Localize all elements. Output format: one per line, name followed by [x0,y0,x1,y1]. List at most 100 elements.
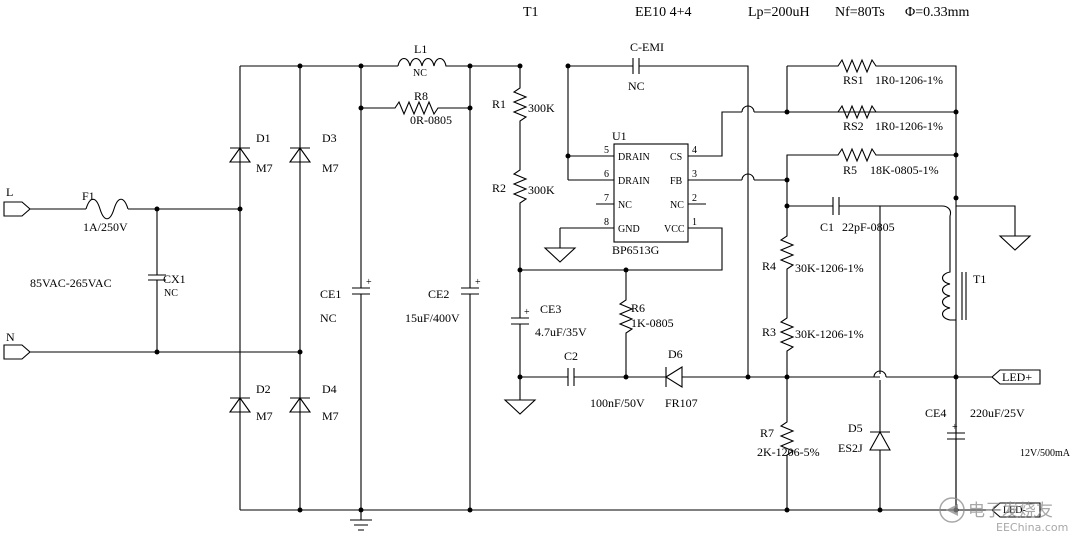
d4-label: D4 [322,382,337,396]
pin4-num: 4 [692,145,697,156]
d6-value: FR107 [665,396,698,410]
pin7-num: 7 [604,193,609,204]
ce4-value: 220uF/25V [970,406,1025,420]
ce2-plus: + [475,277,481,288]
ce1-label: CE1 [320,287,341,301]
resistor-r8 [361,100,470,116]
pin6-name: DRAIN [618,176,650,187]
cap-c1 [787,197,952,230]
ce1-value: NC [320,311,337,325]
n-label: N [6,330,15,344]
ce1-plus: + [366,277,372,288]
pin2-name: NC [670,200,684,211]
rs2-label: RS2 [843,119,864,133]
cemi-value: NC [628,79,645,93]
ground-main [350,510,372,531]
led-minus-label: LED- [1003,505,1026,516]
pin4-name: CS [670,152,682,163]
r8-value: 0R-0805 [410,113,452,127]
cap-ce4 [947,377,965,510]
r8-label: R8 [414,89,428,103]
watermark-site: EEChina.com [996,521,1068,534]
r3-label: R3 [762,325,776,339]
cap-ce3 [511,270,529,400]
diode-d6 [664,366,787,388]
diode-d5 [869,206,891,510]
header-t1: T1 [523,5,539,20]
ce3-label: CE3 [540,302,561,316]
ce4-label: CE4 [925,406,946,420]
cap-cx1 [148,209,166,352]
watermark-title: 电子发烧友 [968,501,1053,521]
d3-label: D3 [322,131,337,145]
inductor-l1 [397,57,520,67]
input-range: 85VAC-265VAC [30,276,112,290]
fuse-f1 [85,198,129,220]
diode-d2 [228,397,252,413]
output-rating: 12V/500mA [1020,448,1071,459]
resistor-rs1 [786,58,957,112]
ground-ic [543,247,577,263]
r6-value: 1K-0805 [631,316,674,330]
d1-label: D1 [256,131,271,145]
transformer-t1-winding [941,230,956,321]
header-core: EE10 4+4 [635,5,692,20]
ic-left-pins [559,66,614,248]
d4-value: M7 [322,409,339,423]
ic-u1-body [613,143,689,243]
l1-value: NC [413,68,427,79]
t1-label: T1 [973,272,986,286]
d6-label: D6 [668,347,683,361]
cap-cemi [568,58,749,378]
r5-value: 18K-0805-1% [870,163,939,177]
r3-value: 30K-1206-1% [795,327,864,341]
resistors-r1-r2 [512,66,528,270]
rs1-value: 1R0-1206-1% [875,73,943,87]
header-lp: Lp=200uH [748,5,810,20]
pin5-num: 5 [604,145,609,156]
c2-label: C2 [564,349,578,363]
resistor-rs2 [837,104,877,120]
ce3-value: 4.7uF/35V [535,325,587,339]
pin8-num: 8 [604,217,609,228]
c2-value: 100nF/50V [590,396,645,410]
d5-label: D5 [848,421,863,435]
header-nf: Nf=80Ts [835,5,885,20]
resistor-r5 [786,147,956,180]
r2-label: R2 [492,181,506,195]
ground-output [956,205,1032,251]
led-plus-label: LED+ [1002,370,1032,384]
watermark-logo: 电子发烧友 EEChina.com [939,497,1068,534]
pin3-name: FB [670,176,683,187]
d2-label: D2 [256,382,271,396]
r4-label: R4 [762,259,776,273]
resistor-r6 [618,270,634,377]
cap-c2 [520,368,664,386]
n-terminal [3,344,31,360]
led-plus-terminal [787,369,1041,385]
diode-d1 [228,147,252,163]
f1-label: F1 [82,189,95,203]
r5-label: R5 [843,163,857,177]
r7-value: 2K-1206-5% [757,445,820,459]
rs1-label: RS1 [843,73,864,87]
d3-value: M7 [322,161,339,175]
f1-value: 1A/250V [83,220,128,234]
ic-ref: U1 [612,129,627,143]
ce4-plus: + [952,422,958,433]
l-label: L [6,185,13,199]
cemi-label: C-EMI [630,40,664,54]
d5-value: ES2J [838,441,863,455]
pin6-num: 6 [604,169,609,180]
l-terminal [3,201,31,217]
ground-ce3 [503,399,537,415]
resistor-r7 [779,377,795,510]
d1-value: M7 [256,161,273,175]
r4-value: 30K-1206-1% [795,261,864,275]
diode-d4 [288,397,312,413]
r1-label: R1 [492,97,506,111]
pin5-name: DRAIN [618,152,650,163]
ic-part: BP6513G [612,243,660,257]
diode-d3 [288,147,312,163]
